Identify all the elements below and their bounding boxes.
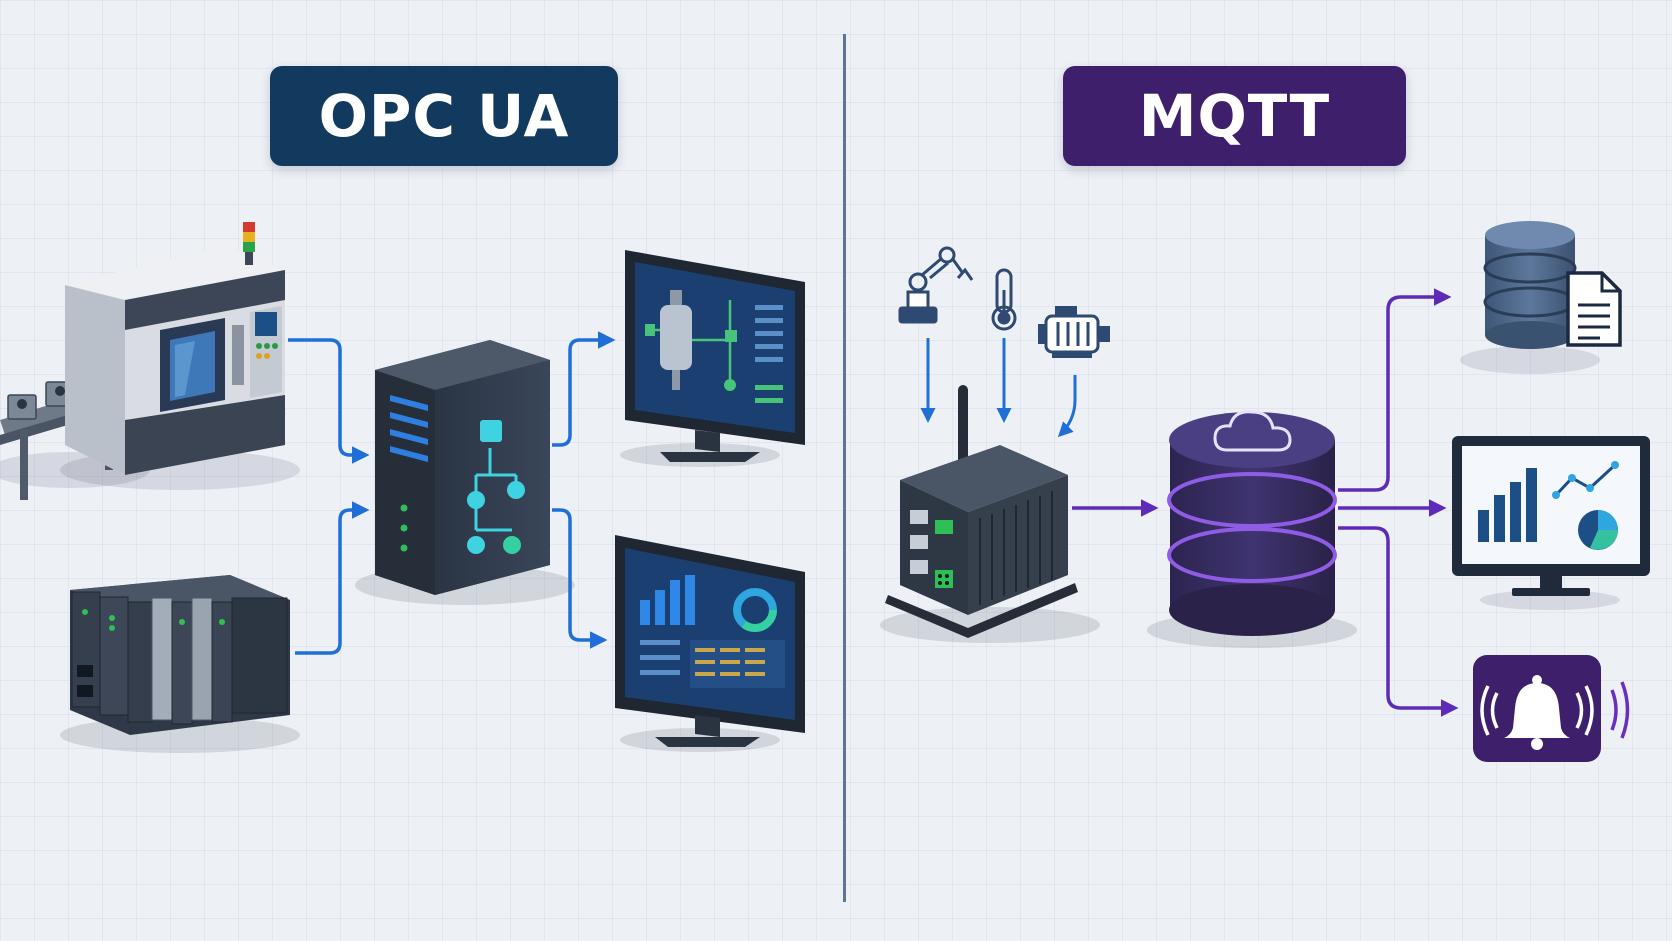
sensor-connectors (920, 338, 1077, 438)
robot-arm-icon (898, 246, 974, 324)
broker-to-alarm-arrow (1338, 526, 1459, 717)
mqtt-connectors (1338, 288, 1459, 717)
alarm-bell-icon (1473, 655, 1630, 762)
motor-to-gateway-arrow (1057, 375, 1077, 438)
plc-to-server-arrow (295, 501, 370, 655)
panel-divider (843, 34, 846, 902)
mqtt-title: MQTT (1063, 66, 1406, 166)
server-to-dashboard-arrow (552, 508, 608, 649)
database-icon (1460, 221, 1600, 374)
opc-ua-connectors (288, 331, 616, 655)
server-to-hmi-arrow (552, 331, 616, 447)
dashboard-monitor-icon (615, 535, 805, 752)
thermometer-icon (991, 268, 1017, 331)
edge-gateway-icon (880, 385, 1100, 643)
plc-rack-icon (60, 575, 300, 753)
mqtt-broker-icon (1147, 410, 1357, 648)
opc-ua-title: OPC UA (270, 66, 618, 166)
opc-server-icon (355, 340, 575, 605)
cnc-to-server-arrow (288, 338, 370, 464)
cnc-machine-icon (60, 222, 300, 490)
document-icon (1566, 271, 1622, 347)
motor-icon (1038, 306, 1110, 358)
hmi-monitor-icon (620, 250, 805, 467)
broker-to-database-arrow (1338, 288, 1452, 492)
analytics-monitor-icon (1452, 436, 1650, 610)
